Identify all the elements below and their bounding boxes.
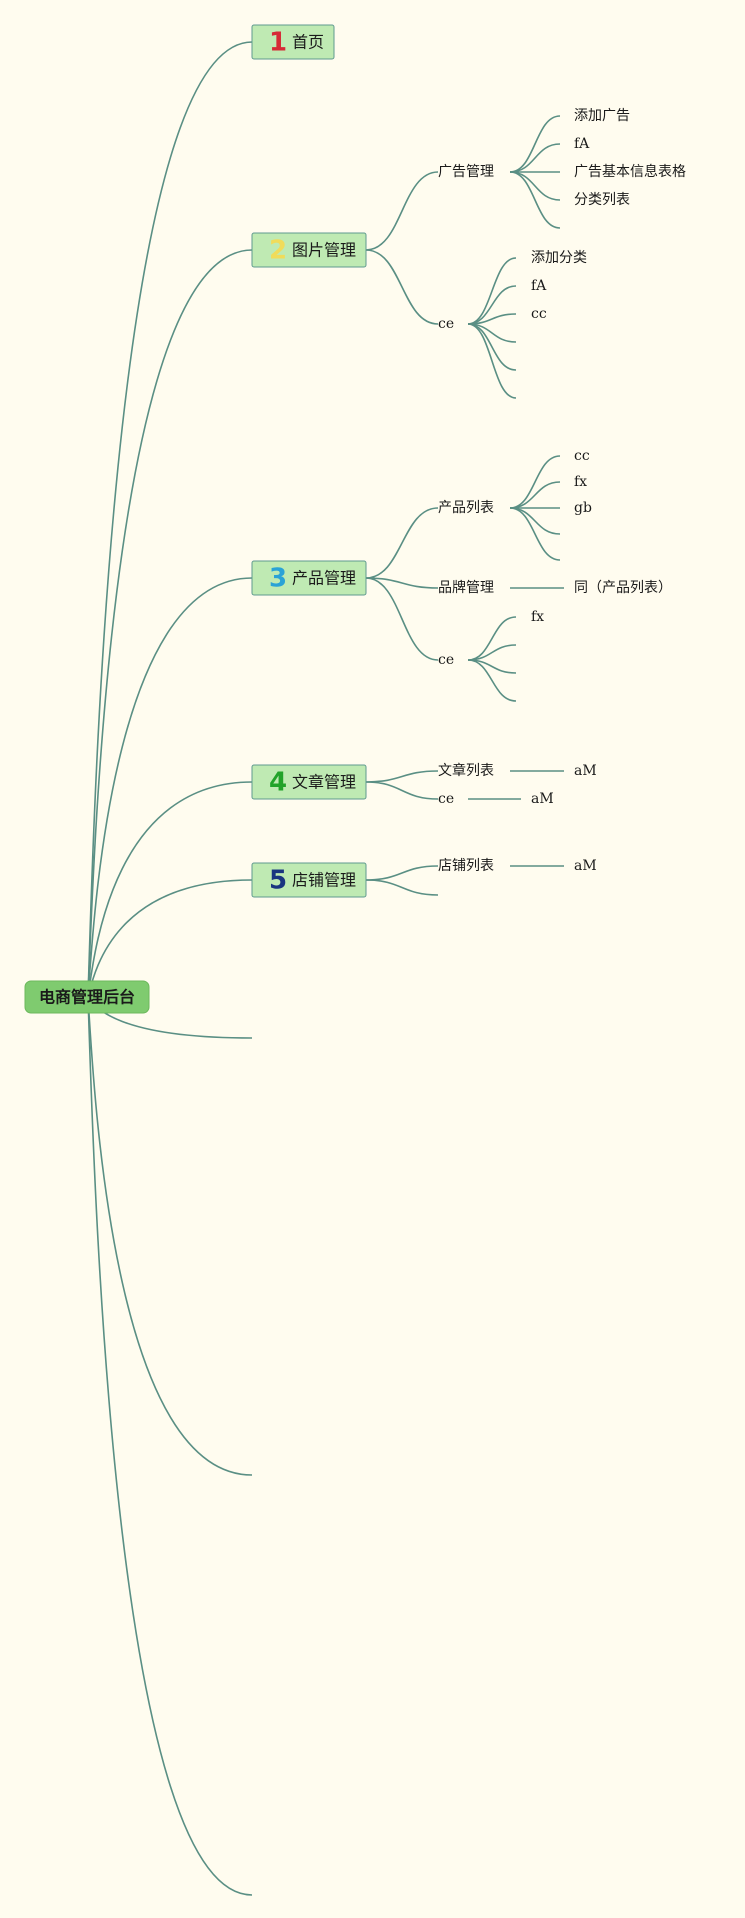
branch-3-sub-1-leaf-4-line (509, 507, 561, 535)
branch-2-sub-2-leaf-1: 添加分类 (531, 250, 587, 266)
branch-2-label: 图片管理 (292, 241, 356, 260)
branch-4-sub-1-leaf-1: aM (574, 763, 597, 779)
branch-2-sub-2-leaf-1-line (467, 257, 517, 325)
branch-3-sub-1-leaf-3: gb (574, 500, 592, 516)
branch-3-sub-2-label: 品牌管理 (438, 579, 494, 596)
branch-3-sub-1-leaf-1: cc (574, 448, 590, 464)
branch-3-sub-1-leaf-1-line (509, 455, 561, 509)
branch-5-sub-1-label: 店铺列表 (438, 858, 494, 874)
branch-3-to-sub-2 (365, 577, 439, 589)
branch-3-number-icon: 3 (269, 564, 287, 594)
branch-3-sub-1-leaf-5-line (509, 507, 561, 561)
branch-4-sub-2-leaf-1: aM (531, 791, 554, 807)
branch-4-to-sub-1 (365, 770, 439, 783)
branch-3-label: 产品管理 (292, 569, 356, 588)
root-to-branch-3 (87, 577, 253, 998)
branch-1-box[interactable] (251, 24, 335, 60)
branch-2-number-icon: 2 (269, 236, 287, 266)
root-node-label: 电商管理后台 (39, 988, 135, 1007)
branch-3-sub-2-leaf-1: 同（产品列表） (574, 580, 672, 596)
branch-3-box[interactable] (251, 560, 367, 596)
branch-2-sub-2-leaf-6-line (467, 323, 517, 399)
branch-5-to-sub-1 (365, 865, 439, 881)
branch-2-to-sub-2 (365, 249, 439, 325)
branch-3-sub-3-leaf-1-line (467, 616, 517, 661)
branch-5-to-sub-2 (365, 879, 439, 896)
branch-2-sub-2-label: ce (438, 316, 454, 332)
branch-4-number-icon: 4 (269, 768, 287, 798)
branch-2-sub-1-label: 广告管理 (438, 164, 494, 180)
branch-2-sub-1-leaf-3: 广告基本信息表格 (574, 163, 686, 180)
branch-3-sub-1-leaf-2: fx (574, 474, 587, 490)
root-to-branch-8 (87, 996, 253, 1896)
root-to-branch-7 (87, 996, 253, 1476)
branch-3-to-sub-3 (365, 577, 439, 661)
branch-2-sub-1-leaf-2-line (509, 143, 561, 173)
branch-3-sub-3-leaf-1: fx (531, 609, 544, 625)
connector-lines (87, 41, 564, 1896)
root-to-branch-5 (87, 879, 253, 998)
branch-4-label: 文章管理 (292, 773, 356, 792)
root-to-branch-4 (87, 781, 253, 998)
branch-5-label: 店铺管理 (292, 871, 356, 890)
branch-4-sub-1-label: 文章列表 (438, 762, 494, 779)
branch-3-to-sub-1 (365, 507, 439, 579)
branch-5-box[interactable] (251, 862, 367, 898)
branch-5-number-icon: 5 (269, 866, 287, 896)
branch-2-sub-1-leaf-4-line (509, 171, 561, 201)
branch-5-sub-1-leaf-1: aM (574, 858, 597, 874)
branch-2-sub-2-leaf-2: fA (531, 278, 547, 294)
branch-4-box[interactable] (251, 764, 367, 800)
branch-2-sub-1-leaf-4: 分类列表 (574, 192, 630, 208)
branch-3-sub-3-label: ce (438, 652, 454, 668)
branch-3-sub-1-leaf-2-line (509, 481, 561, 509)
branch-3-sub-3-leaf-4-line (467, 659, 517, 702)
branch-2-sub-1-leaf-5-line (509, 171, 561, 229)
branch-1-number-icon: 1 (269, 28, 287, 58)
branch-2-sub-1-leaf-1-line (509, 115, 561, 173)
branch-3-sub-1-label: 产品列表 (438, 500, 494, 516)
branch-2-box[interactable] (251, 232, 367, 268)
root-to-branch-2 (87, 249, 253, 998)
root-node[interactable] (24, 980, 150, 1014)
branch-2-sub-1-leaf-2: fA (574, 136, 590, 152)
branch-2-to-sub-1 (365, 171, 439, 251)
branch-2-sub-2-leaf-3: cc (531, 306, 547, 322)
branch-1-label: 首页 (292, 33, 324, 52)
root-to-branch-1 (87, 41, 253, 998)
branch-4-to-sub-2 (365, 781, 439, 800)
branch-4-sub-2-label: ce (438, 791, 454, 807)
branch-2-sub-1-leaf-1: 添加广告 (574, 108, 630, 124)
